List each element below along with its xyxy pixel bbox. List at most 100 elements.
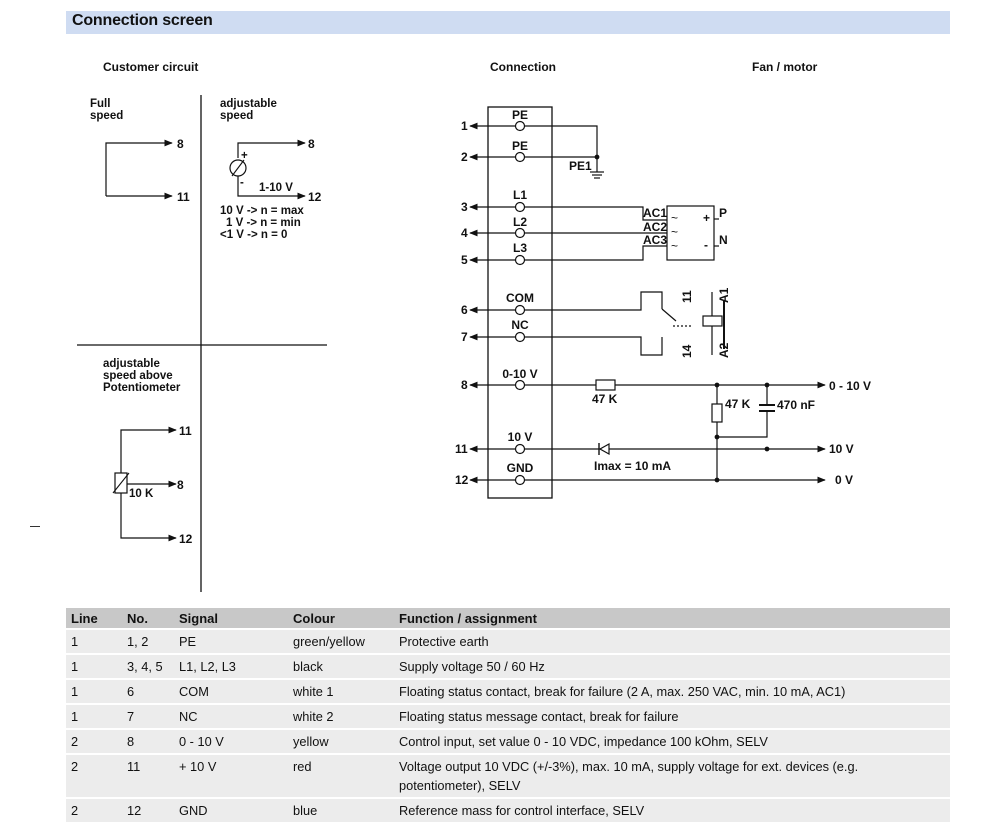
col-function: Function / assignment xyxy=(394,608,950,628)
output-0v: 0 V xyxy=(835,473,853,487)
tilde-2: ~ xyxy=(671,225,678,239)
connection-title: Connection xyxy=(490,60,556,74)
connection-diagram: Customer circuit Connection Fan / motor … xyxy=(77,60,871,592)
ac1-label: AC1 xyxy=(643,206,667,220)
control-interface xyxy=(524,379,826,484)
section-header: Connection screen xyxy=(66,11,950,34)
cell-colour: black xyxy=(288,655,394,678)
diode-icon xyxy=(598,442,610,456)
cell-colour: white 1 xyxy=(288,680,394,703)
terminals: 1 2 3 4 5 6 7 8 11 12 PE PE L1 L2 L3 COM… xyxy=(455,108,538,487)
cell-no: 12 xyxy=(122,799,174,822)
table-row: 2 8 0 - 10 V yellow Control input, set v… xyxy=(66,730,950,753)
ac2-label: AC2 xyxy=(643,220,667,234)
tilde-1: ~ xyxy=(671,211,678,225)
cell-colour: white 2 xyxy=(288,705,394,728)
terminal-label-0-10v: 0-10 V xyxy=(502,367,537,381)
rule-max: 10 V -> n = max xyxy=(220,205,304,217)
page-title: Connection screen xyxy=(72,12,213,29)
rule-min: 1 V -> n = min xyxy=(226,217,301,229)
cell-signal: NC xyxy=(174,705,288,728)
cell-no: 7 xyxy=(122,705,174,728)
terminal-label-l2: L2 xyxy=(513,215,527,229)
relay-11: 11 xyxy=(680,290,694,303)
resistor-series xyxy=(595,379,616,391)
cell-line: 2 xyxy=(66,755,122,797)
pot-pin-12: 12 xyxy=(179,532,193,546)
cell-no: 8 xyxy=(122,730,174,753)
table-row: 1 3, 4, 5 L1, L2, L3 black Supply voltag… xyxy=(66,655,950,678)
table-row: 1 7 NC white 2 Floating status message c… xyxy=(66,705,950,728)
resistor-shunt xyxy=(711,403,723,423)
terminal-label-l3: L3 xyxy=(513,241,527,255)
cell-function: Voltage output 10 VDC (+/-3%), max. 10 m… xyxy=(394,755,950,797)
cell-no: 11 xyxy=(122,755,174,797)
cell-line: 2 xyxy=(66,799,122,822)
supply-wiring xyxy=(524,205,719,261)
resistor-shunt-label: 47 K xyxy=(725,397,751,411)
pot-pin-11: 11 xyxy=(179,424,192,438)
terminal-label-gnd: GND xyxy=(507,461,534,475)
rule-zero: <1 V -> n = 0 xyxy=(220,229,287,241)
rectifier-plus: + xyxy=(703,211,710,225)
pot-pin-8: 8 xyxy=(177,478,184,492)
terminal-label-com: COM xyxy=(506,291,534,305)
terminal-num-7: 7 xyxy=(461,330,468,344)
potentiometer-circuit: adjustable speed above Potentiometer 10 … xyxy=(103,358,193,546)
col-line: Line xyxy=(66,608,122,628)
col-signal: Signal xyxy=(174,608,288,628)
table-row: 2 12 GND blue Reference mass for control… xyxy=(66,799,950,822)
range-label: 1-10 V xyxy=(259,182,293,194)
terminal-num-1: 1 xyxy=(461,119,468,133)
rectifier-minus: - xyxy=(704,238,708,252)
adj-speed-label-1: adjustable xyxy=(220,98,277,110)
source-minus: - xyxy=(240,177,244,189)
terminal-label-l1: L1 xyxy=(513,188,527,202)
terminal-label-10v: 10 V xyxy=(508,430,533,444)
tilde-3: ~ xyxy=(671,239,678,253)
source-plus: + xyxy=(241,150,248,162)
cell-line: 1 xyxy=(66,630,122,653)
cell-signal: + 10 V xyxy=(174,755,288,797)
cell-no: 1, 2 xyxy=(122,630,174,653)
terminal-num-4: 4 xyxy=(461,226,468,240)
cell-colour: blue xyxy=(288,799,394,822)
cell-line: 1 xyxy=(66,705,122,728)
terminal-label-nc: NC xyxy=(511,318,529,332)
relay-14: 14 xyxy=(680,344,694,358)
cell-function: Supply voltage 50 / 60 Hz xyxy=(394,655,950,678)
terminal-num-11: 11 xyxy=(455,442,468,456)
col-no: No. xyxy=(122,608,174,628)
relay-a1: A1 xyxy=(717,287,731,303)
p-label: P xyxy=(719,206,727,220)
capacitor-label: 470 nF xyxy=(777,398,815,412)
adj-pin-12: 12 xyxy=(308,190,322,204)
pot-label-1: adjustable xyxy=(103,358,160,370)
rectifier-box xyxy=(666,205,715,261)
cell-line: 2 xyxy=(66,730,122,753)
cell-no: 6 xyxy=(122,680,174,703)
full-pin-8: 8 xyxy=(177,137,184,151)
full-speed-circuit: Full speed 8 11 xyxy=(90,98,190,204)
cell-line: 1 xyxy=(66,655,122,678)
table-row: 2 11 + 10 V red Voltage output 10 VDC (+… xyxy=(66,755,950,797)
cell-function: Floating status contact, break for failu… xyxy=(394,680,950,703)
resistor-series-label: 47 K xyxy=(592,392,618,406)
pot-label-3: Potentiometer xyxy=(103,382,181,394)
terminal-label-pe: PE xyxy=(512,108,528,122)
terminal-num-2: 2 xyxy=(461,150,468,164)
cell-colour: yellow xyxy=(288,730,394,753)
cell-colour: red xyxy=(288,755,394,797)
ac3-label: AC3 xyxy=(643,233,667,247)
table-row: 1 1, 2 PE green/yellow Protective earth xyxy=(66,630,950,653)
table-row: 1 6 COM white 1 Floating status contact,… xyxy=(66,680,950,703)
terminal-num-3: 3 xyxy=(461,200,468,214)
relay-a2: A2 xyxy=(717,342,731,358)
terminal-block xyxy=(487,106,553,499)
n-label: N xyxy=(719,233,728,247)
cell-function: Control input, set value 0 - 10 VDC, imp… xyxy=(394,730,950,753)
terminal-num-5: 5 xyxy=(461,253,468,267)
earth-connection xyxy=(524,125,604,179)
table-header-row: Line No. Signal Colour Function / assign… xyxy=(66,608,950,628)
output-10v: 10 V xyxy=(829,442,854,456)
